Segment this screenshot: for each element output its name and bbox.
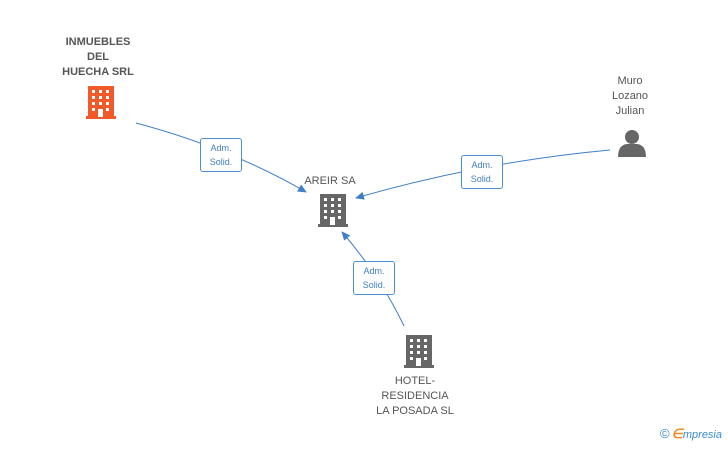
copyright-icon: © <box>659 426 670 441</box>
edge-label-muro-areir: Adm. Solid. <box>461 155 503 189</box>
edge-label-hotel-areir: Adm. Solid. <box>353 261 395 295</box>
edge-label-line2: Solid. <box>362 280 386 290</box>
building-icon[interactable] <box>318 194 348 227</box>
person-icon[interactable] <box>618 130 646 157</box>
edge-label-line1: Adm. <box>471 160 493 170</box>
node-label-areir[interactable]: AREIR SA <box>304 175 356 187</box>
brand-watermark: ©∈mpresia <box>660 426 722 442</box>
edge-label-line2: Solid. <box>209 157 233 167</box>
node-label-inmuebles[interactable]: INMUEBLES DEL HUECHA SRL <box>62 36 134 78</box>
node-label-hotel[interactable]: HOTEL- RESIDENCIA LA POSADA SL <box>376 375 454 417</box>
edge-label-line1: Adm. <box>210 143 232 153</box>
node-label-muro[interactable]: Muro Lozano Julian <box>611 75 649 117</box>
edge-label-line1: Adm. <box>363 266 385 276</box>
building-icon[interactable] <box>404 335 434 368</box>
building-icon[interactable] <box>86 86 116 119</box>
edge-label-inmuebles-areir: Adm. Solid. <box>200 138 242 172</box>
brand-logo-e: ∈ <box>671 426 683 441</box>
brand-name: mpresia <box>682 429 722 441</box>
edge-label-line2: Solid. <box>470 174 494 184</box>
